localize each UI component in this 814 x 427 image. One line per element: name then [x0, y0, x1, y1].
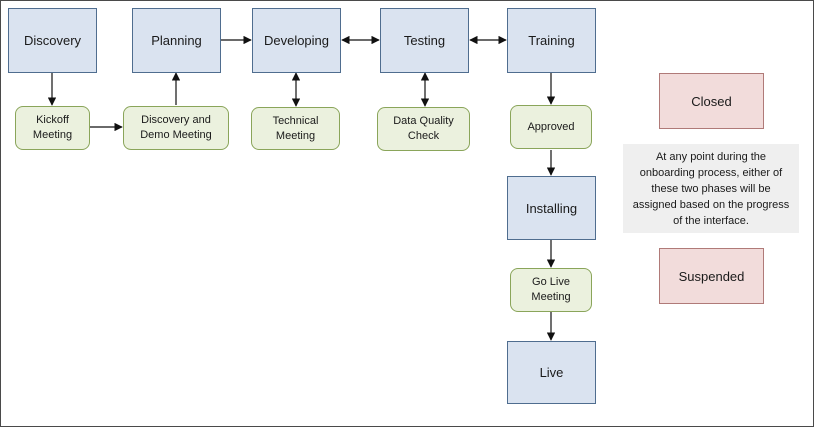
status-closed: Closed: [659, 73, 764, 129]
phase-developing: Developing: [252, 8, 341, 73]
phase-live: Live: [507, 341, 596, 404]
meeting-approved: Approved: [510, 105, 592, 149]
meeting-kickoff: Kickoff Meeting: [15, 106, 90, 150]
status-note: At any point during the onboarding proce…: [623, 144, 799, 233]
phase-installing: Installing: [507, 176, 596, 240]
meeting-discovery-demo: Discovery and Demo Meeting: [123, 106, 229, 150]
phase-testing: Testing: [380, 8, 469, 73]
phase-training: Training: [507, 8, 596, 73]
phase-discovery: Discovery: [8, 8, 97, 73]
meeting-technical: Technical Meeting: [251, 107, 340, 150]
meeting-data-quality: Data Quality Check: [377, 107, 470, 151]
phase-planning: Planning: [132, 8, 221, 73]
status-suspended: Suspended: [659, 248, 764, 304]
meeting-go-live: Go Live Meeting: [510, 268, 592, 312]
